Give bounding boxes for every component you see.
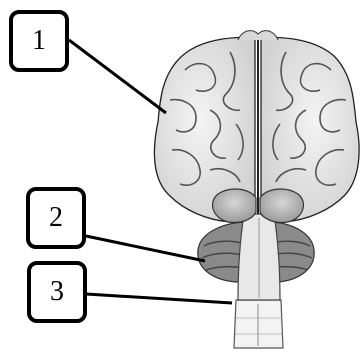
leader-lines [68,38,233,305]
label-box-3: 3 [27,261,87,323]
brainstem [237,213,281,301]
label-text-2: 2 [49,202,63,233]
cerebrum [153,30,360,223]
occipital-lobes [211,188,305,224]
label-box-1: 1 [9,10,69,72]
label-text-1: 1 [32,25,46,56]
label-box-2: 2 [26,187,86,249]
spinal-cord [233,299,284,349]
label-text-3: 3 [50,276,64,307]
